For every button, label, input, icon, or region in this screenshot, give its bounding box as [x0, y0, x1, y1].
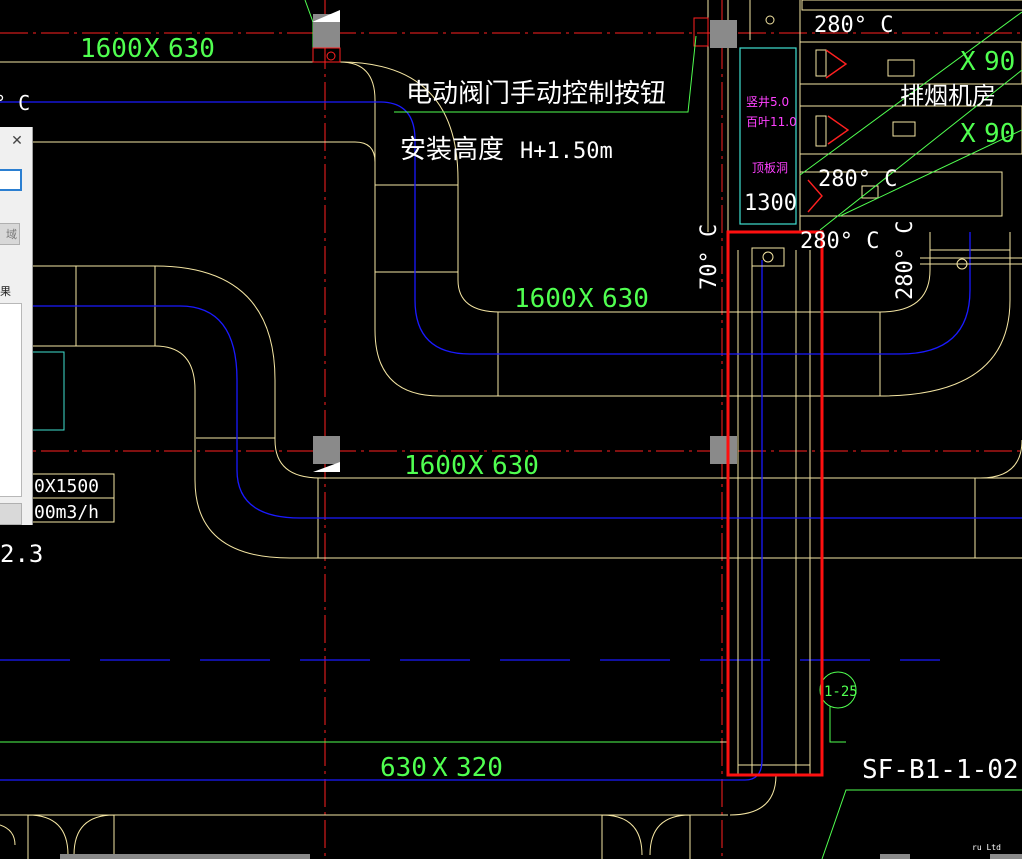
floating-dialog[interactable]: ✕ 域 果 [0, 127, 33, 525]
left-partial-2: 00m3/h [34, 502, 99, 523]
temp-lower: 280° C [800, 229, 879, 254]
left-partial-1: 0X1500 [34, 476, 99, 497]
duct-top-lower [374, 272, 880, 397]
room-name: 排烟机房 [900, 82, 996, 110]
duct-mid-right [979, 439, 1022, 479]
column-marker-top [710, 20, 737, 48]
duct-mid-inner [0, 345, 1022, 559]
duct-label-mid-x: X [578, 284, 594, 314]
duct-label-top-x: X [144, 34, 160, 64]
bottom-scroll-segment[interactable] [880, 854, 910, 859]
duct-label-right1-height: 90 [984, 47, 1015, 77]
axis-marker: 1-25 [824, 684, 858, 700]
close-icon[interactable]: ✕ [11, 133, 23, 149]
temp-left-vertical: 70° C [697, 224, 722, 290]
shaft-note-1: 竖井5.0 [746, 95, 789, 109]
dialog-bottom-button[interactable] [0, 503, 22, 525]
duct-label-bottom-x: X [432, 753, 448, 783]
duct-right-up-inner [879, 232, 931, 313]
column-marker-left [313, 436, 340, 464]
dialog-result-label: 果 [0, 285, 11, 298]
equipment-tag: SF-B1-1-02 [862, 755, 1019, 785]
duct-label-right1-x: X [960, 47, 976, 77]
damper-symbol-mid [313, 462, 340, 472]
duct-label-mid-height: 630 [602, 284, 649, 314]
install-height-value: H+1.50m [520, 139, 613, 164]
bottom-scroll-segment[interactable] [60, 854, 310, 859]
duct-top-inner [339, 61, 880, 313]
duct-label-mid-width: 1600 [514, 284, 577, 314]
dialog-primary-button[interactable] [0, 169, 22, 191]
duct-centerlines [0, 101, 1022, 781]
dialog-result-box[interactable] [0, 303, 22, 497]
duct-label-bottom-height: 320 [456, 753, 503, 783]
duct-label-top-height: 630 [168, 34, 215, 64]
bottom-scroll-segment[interactable] [990, 854, 1022, 859]
column-marker-right [710, 436, 737, 464]
shaft-note-3: 顶板洞 [752, 161, 788, 175]
duct-label-lower-height: 630 [492, 451, 539, 481]
shaft-box [739, 47, 797, 225]
duct-top-outer [0, 61, 376, 272]
temp-top: 280° C [814, 13, 893, 38]
shaft-note-2: 百叶11.0 [746, 115, 797, 129]
duct-mid-outer [0, 265, 1022, 479]
left-equipment-box [31, 351, 65, 431]
install-height-label: 安装高度 [400, 135, 504, 165]
temp-right-vertical: 280° C [893, 221, 918, 300]
temp-left-edge: ° C [0, 91, 30, 115]
button-note: 电动阀门手动控制按钮 [406, 79, 666, 109]
duct-label-lower-width: 1600 [404, 451, 467, 481]
left-partial-3: 2.3 [0, 540, 43, 568]
selection-highlight[interactable] [726, 230, 824, 777]
dialog-region-button[interactable]: 域 [0, 223, 20, 245]
valve-box [312, 47, 341, 63]
tiny-note: ru Ltd [972, 843, 1001, 852]
damper-symbol-top [312, 10, 340, 22]
duct-label-lower-x: X [468, 451, 484, 481]
duct-label-right2-x: X [960, 119, 976, 149]
duct-label-bottom-width: 630 [380, 753, 427, 783]
duct-top-inner-a [0, 141, 376, 163]
temp-mid: 280° C [818, 167, 897, 192]
duct-right-up-outer [879, 232, 1011, 397]
shaft-size: 1300 [744, 191, 797, 216]
duct-label-right2-height: 90 [984, 119, 1015, 149]
duct-label-top-width: 1600 [80, 34, 143, 64]
